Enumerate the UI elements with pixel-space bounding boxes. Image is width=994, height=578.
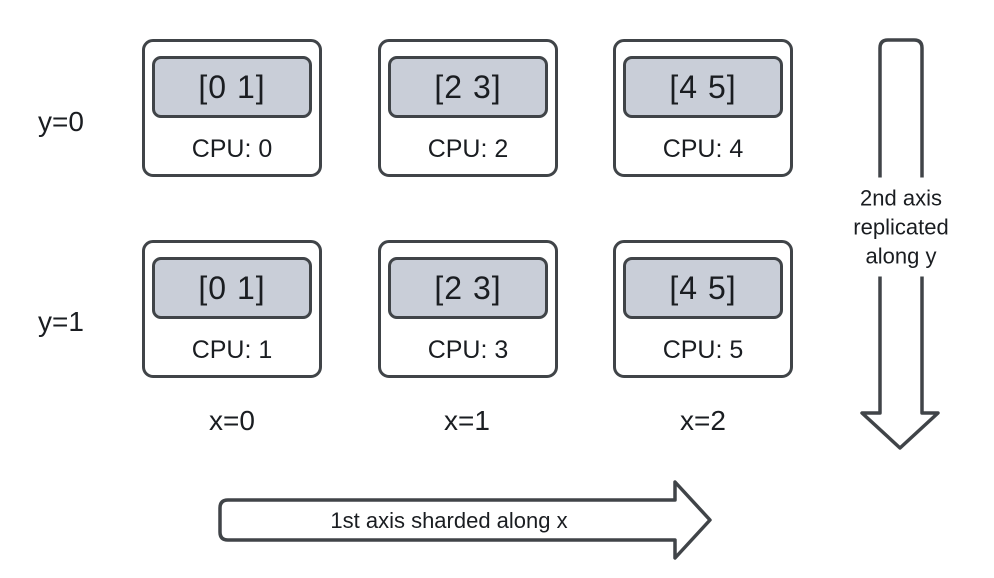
cpu-label: CPU: 2 (427, 134, 509, 163)
shard-chip: [2 3] (388, 257, 548, 319)
x-arrow-label: 1st axis sharded along x (330, 508, 568, 533)
col-label-x1: x=1 (444, 405, 490, 436)
shard-chip: [0 1] (152, 257, 312, 319)
y-arrow-label-line1: 2nd axis (860, 185, 942, 211)
row-label-y0: y=0 (38, 106, 84, 137)
device-box-cpu1: [0 1] CPU: 1 (142, 240, 322, 378)
row-label-y1: y=1 (38, 306, 84, 337)
y-arrow-label-line3: along y (865, 243, 937, 269)
cpu-label: CPU: 5 (662, 335, 744, 364)
cpu-label: CPU: 3 (427, 335, 509, 364)
cpu-label: CPU: 4 (662, 134, 744, 163)
device-box-cpu4: [4 5] CPU: 4 (613, 39, 793, 177)
shard-chip: [2 3] (388, 56, 548, 118)
shard-chip: [4 5] (623, 257, 783, 319)
device-box-cpu3: [2 3] CPU: 3 (378, 240, 558, 378)
shard-chip: [0 1] (152, 56, 312, 118)
device-box-cpu2: [2 3] CPU: 2 (378, 39, 558, 177)
shard-chip: [4 5] (623, 56, 783, 118)
device-box-cpu5: [4 5] CPU: 5 (613, 240, 793, 378)
y-arrow-label-line2: replicated (853, 214, 949, 240)
device-box-cpu0: [0 1] CPU: 0 (142, 39, 322, 177)
cpu-label: CPU: 1 (191, 335, 273, 364)
cpu-label: CPU: 0 (191, 134, 273, 163)
col-label-x0: x=0 (209, 405, 255, 436)
y-arrow-label: 2nd axis replicated along y (850, 177, 952, 277)
col-label-x2: x=2 (680, 405, 726, 436)
